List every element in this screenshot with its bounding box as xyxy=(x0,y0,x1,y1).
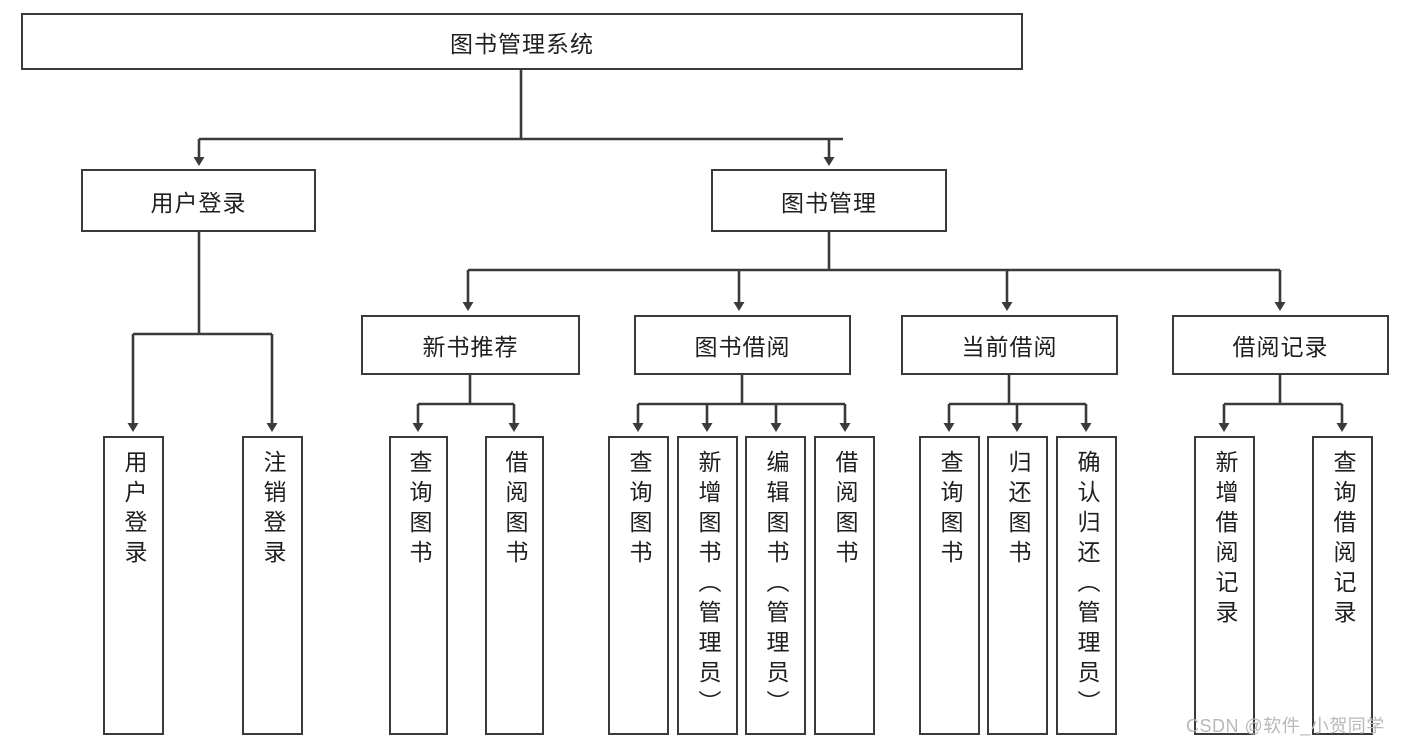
leaf-borrow-book-recommend[interactable]: 借阅图书 xyxy=(485,436,544,735)
leaf-label: 注销登录 xyxy=(260,450,286,570)
leaf-label: 查询借阅记录 xyxy=(1330,450,1356,630)
leaf-query-book-recommend[interactable]: 查询图书 xyxy=(389,436,448,735)
leaf-label: 编辑图书（管理员） xyxy=(763,450,789,720)
leaf-query-borrow-record[interactable]: 查询借阅记录 xyxy=(1312,436,1373,735)
leaf-label: 确认归还（管理员） xyxy=(1074,450,1100,720)
leaf-user-login[interactable]: 用户登录 xyxy=(103,436,164,735)
node-book-borrow-label: 图书借阅 xyxy=(694,334,791,360)
node-book-management-label: 图书管理 xyxy=(781,189,877,216)
node-book-borrow[interactable]: 图书借阅 xyxy=(634,315,851,375)
node-book-management[interactable]: 图书管理 xyxy=(711,169,947,232)
leaf-label: 借阅图书 xyxy=(832,450,858,570)
leaf-label: 借阅图书 xyxy=(502,450,528,570)
node-user-login[interactable]: 用户登录 xyxy=(81,169,316,232)
node-user-login-label: 用户登录 xyxy=(150,189,247,216)
leaf-label: 新增图书（管理员） xyxy=(695,450,721,720)
node-root[interactable]: 图书管理系统 xyxy=(21,13,1023,70)
leaf-borrow-book[interactable]: 借阅图书 xyxy=(814,436,875,735)
node-borrow-record-label: 借阅记录 xyxy=(1232,334,1329,360)
leaf-add-book-admin[interactable]: 新增图书（管理员） xyxy=(677,436,738,735)
leaf-label: 查询图书 xyxy=(937,450,963,570)
leaf-query-book-current[interactable]: 查询图书 xyxy=(919,436,980,735)
leaf-label: 用户登录 xyxy=(121,450,147,570)
leaf-logout[interactable]: 注销登录 xyxy=(242,436,303,735)
node-borrow-record[interactable]: 借阅记录 xyxy=(1172,315,1389,375)
leaf-label: 查询图书 xyxy=(406,450,432,570)
node-current-borrow[interactable]: 当前借阅 xyxy=(901,315,1118,375)
watermark: CSDN @软件_小贺同学 xyxy=(1186,716,1385,736)
node-new-book-recommend[interactable]: 新书推荐 xyxy=(361,315,580,375)
leaf-return-book[interactable]: 归还图书 xyxy=(987,436,1048,735)
leaf-query-book-borrow[interactable]: 查询图书 xyxy=(608,436,669,735)
leaf-label: 归还图书 xyxy=(1005,450,1031,570)
leaf-label: 新增借阅记录 xyxy=(1212,450,1238,630)
node-current-borrow-label: 当前借阅 xyxy=(961,334,1058,360)
leaf-add-borrow-record[interactable]: 新增借阅记录 xyxy=(1194,436,1255,735)
leaf-confirm-return-admin[interactable]: 确认归还（管理员） xyxy=(1056,436,1117,735)
leaf-edit-book-admin[interactable]: 编辑图书（管理员） xyxy=(745,436,806,735)
node-new-book-recommend-label: 新书推荐 xyxy=(422,334,519,360)
leaf-label: 查询图书 xyxy=(626,450,652,570)
node-root-label: 图书管理系统 xyxy=(450,30,594,57)
